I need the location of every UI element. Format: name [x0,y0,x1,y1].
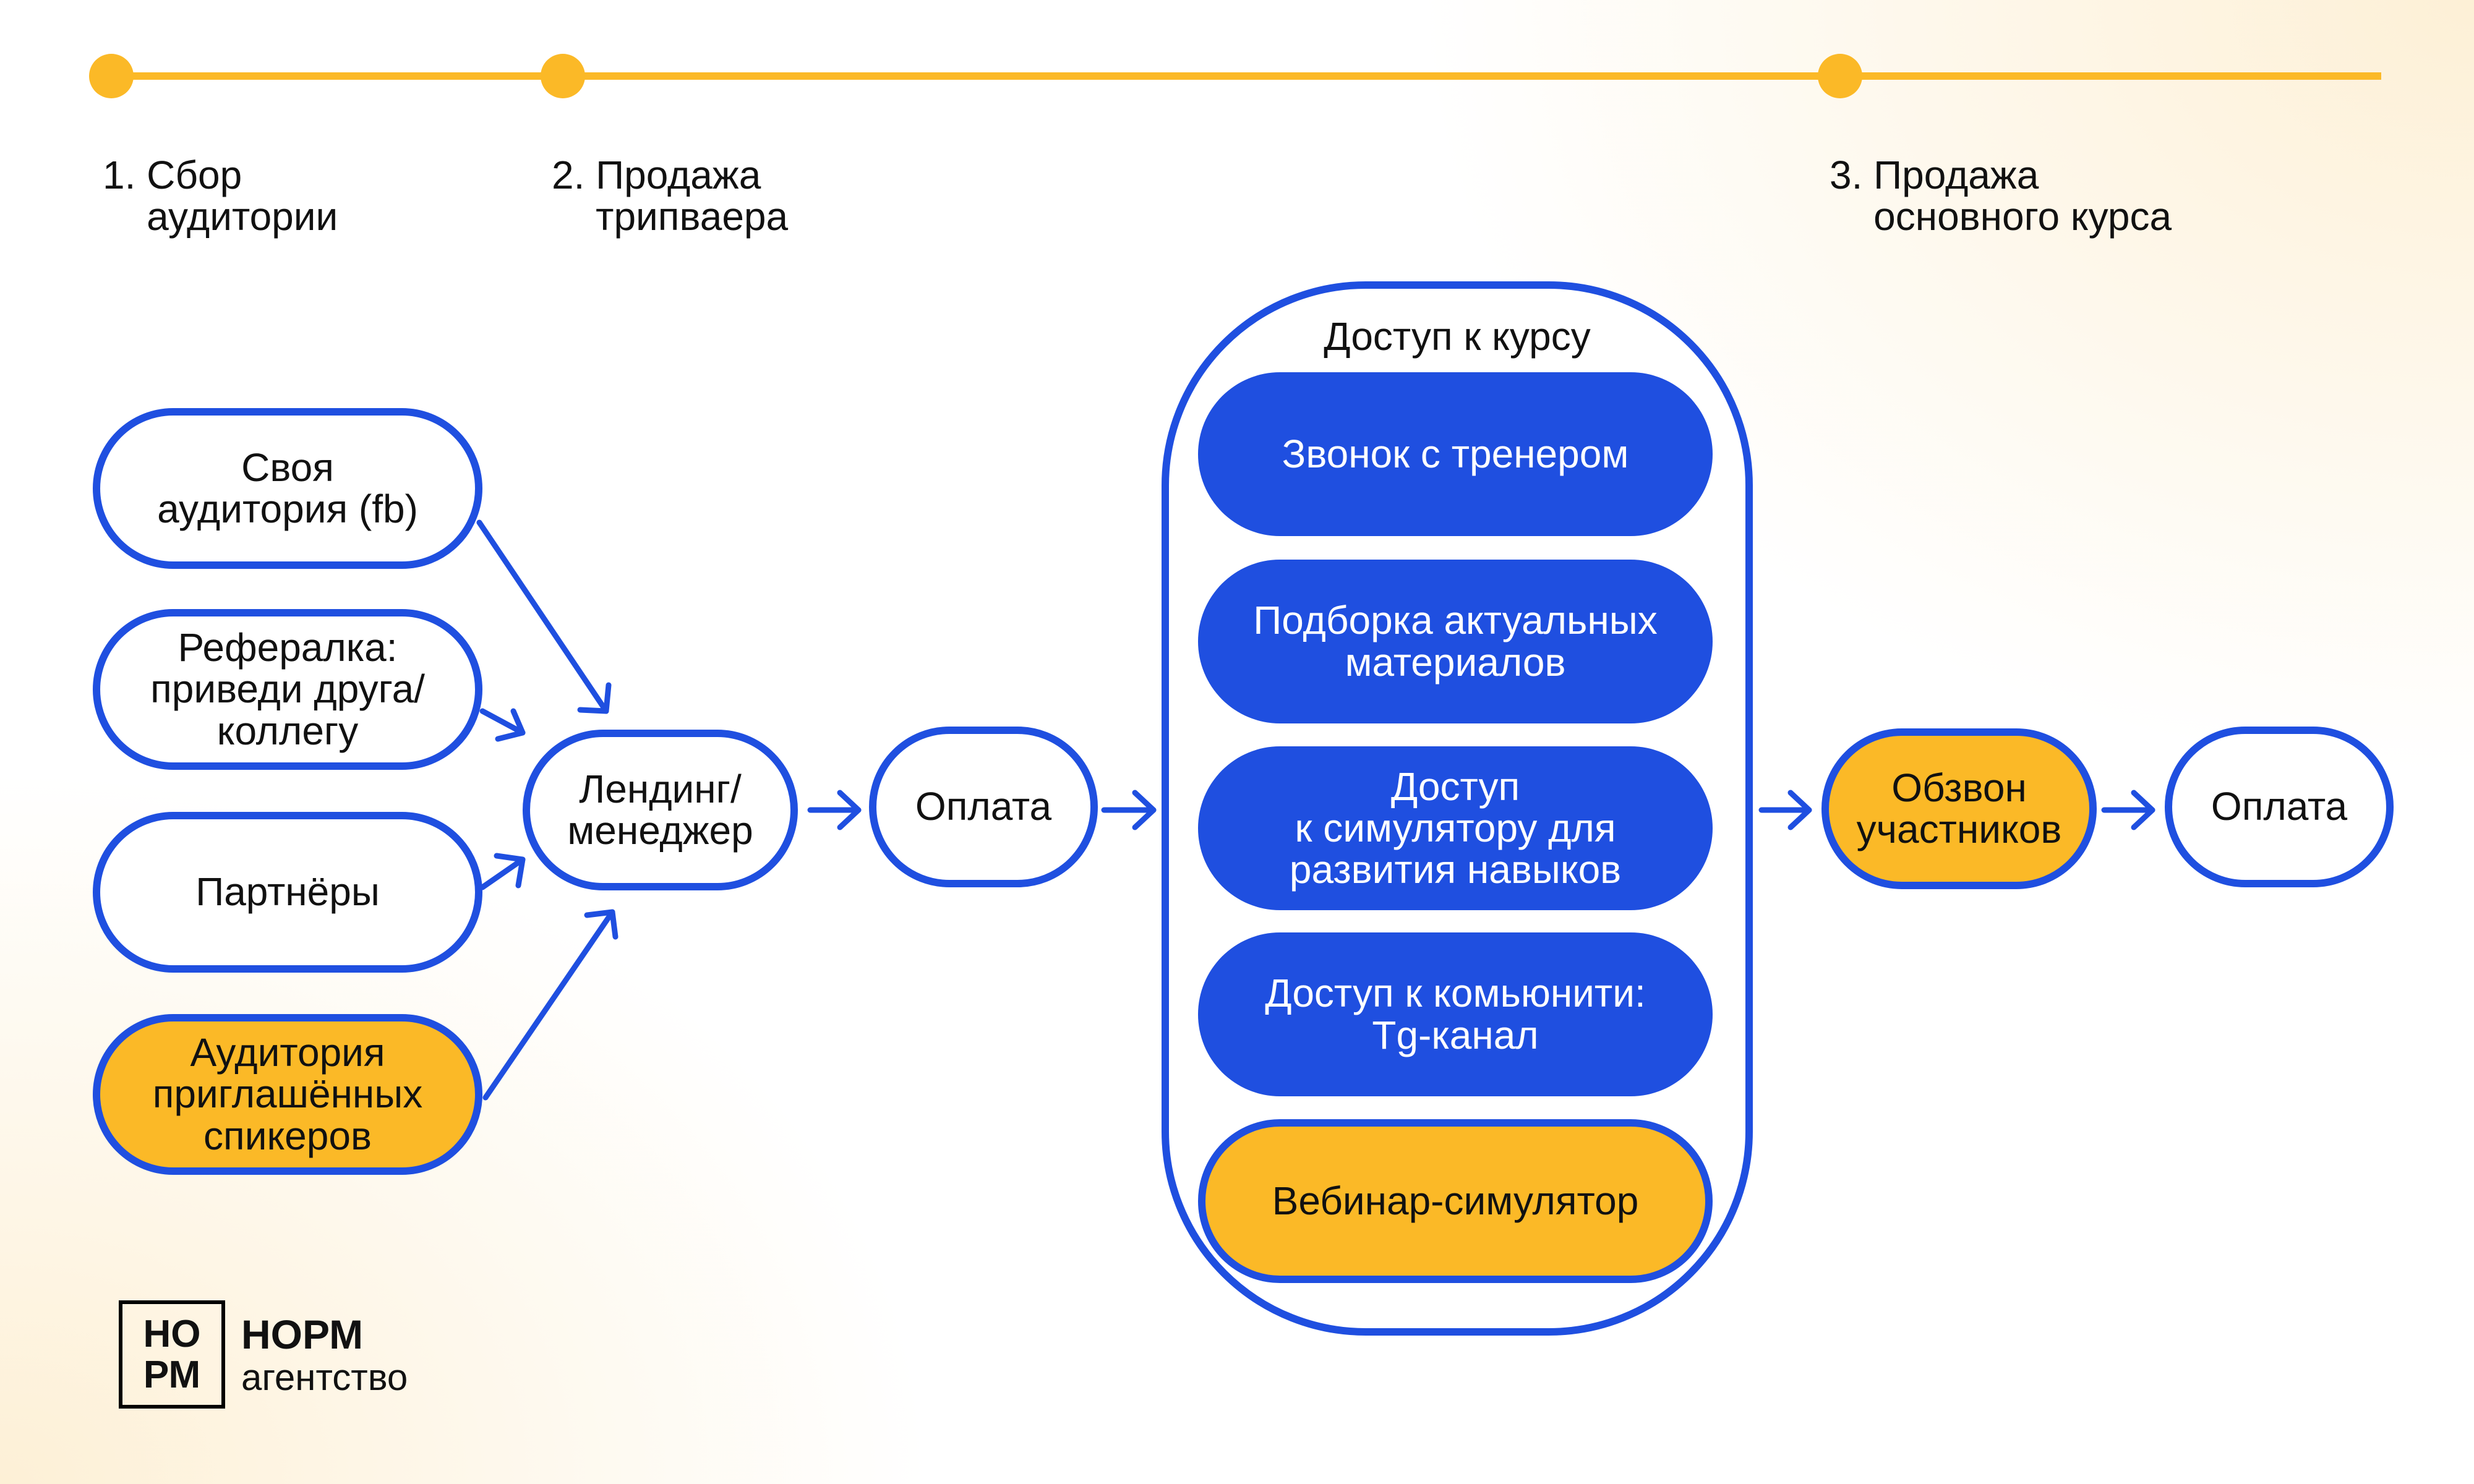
logo-mark: НО РМ [119,1300,225,1409]
arrow-source1-landing [476,519,609,714]
timeline-dot-3 [1818,54,1862,98]
course-item-community: Доступ к комьюнити: Tg-канал [1198,932,1713,1096]
arrowhead-course-call [1787,790,1812,830]
arrow-source4-landing [482,909,615,1101]
payment-main-course: Оплата [2165,727,2394,887]
stage-label-1: 1. Сбор аудитории [103,153,338,239]
stage-label-2: 2. Продажа трипваера [552,153,789,239]
call-participants: Обзвон участников [1821,728,2097,889]
course-access-title: Доступ к курсу [1324,314,1591,359]
arrowhead-source2 [495,708,526,742]
arrowhead-call-payment2 [2131,790,2155,830]
arrow-source2-landing [479,708,526,736]
stage-label-3: 3. Продажа основного курса [1830,153,2172,239]
course-item-materials: Подборка актуальных материалов [1198,560,1713,723]
source-speakers-audience: Аудитория приглашённых спикеров [93,1014,482,1175]
arrowhead-payment-course [1132,790,1157,830]
course-item-simulator-access: Доступ к симулятору для развития навыков [1198,746,1713,910]
payment-tripwire: Оплата [869,727,1098,887]
arrowhead-source3 [494,853,526,889]
logo-subtitle: агентство [241,1357,408,1398]
course-item-webinar-simulator: Вебинар-симулятор [1198,1119,1713,1283]
course-item-trainer-call: Звонок с тренером [1198,372,1713,536]
source-referral: Рефералка: приведи друга/ коллегу [93,609,482,770]
arrow-source3-landing [479,856,526,890]
landing-manager: Лендинг/ менеджер [523,730,798,890]
logo-name: НОРМ [241,1311,364,1357]
source-partners: Партнёры [93,812,482,973]
source-own-audience: Своя аудитория (fb) [93,408,482,569]
timeline-dot-1 [89,54,134,98]
arrowhead-source1 [577,682,612,714]
arrowhead-source4 [584,909,618,940]
arrowhead-landing-payment [837,790,862,830]
logo-mark-top: НО [143,1313,201,1356]
timeline-dot-2 [541,54,585,98]
logo-mark-bottom: РМ [143,1353,201,1396]
